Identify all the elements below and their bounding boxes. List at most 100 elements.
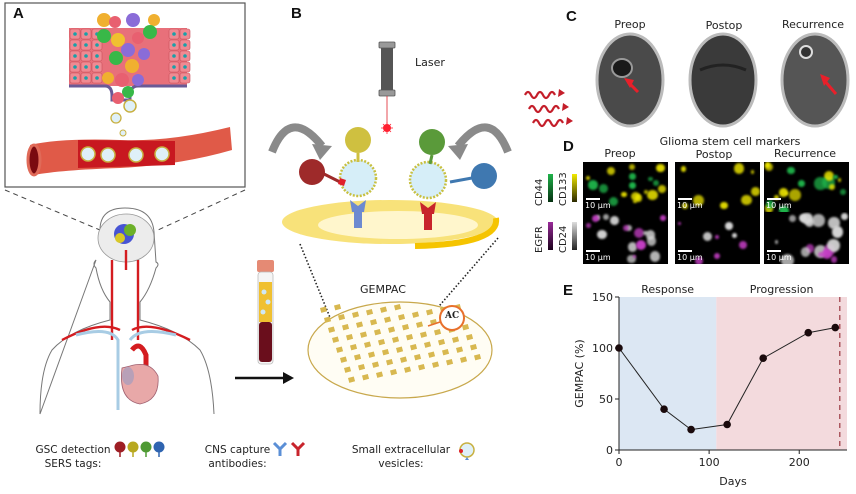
panel-c-letter: C (566, 8, 577, 25)
legend-antibodies-line1: CNS capture (204, 444, 271, 456)
chart-x-axis-label: Days (719, 475, 747, 488)
panel-b-letter: B (291, 5, 302, 22)
fluorescent-spot (678, 221, 682, 225)
chart-region-label-progression: Progression (750, 283, 814, 296)
fluorescent-spot (750, 170, 755, 174)
fluorescent-spot (750, 186, 760, 196)
micrograph-preop-bottom: 10 µm (583, 212, 668, 264)
scale-bar-label: 10 µm (766, 201, 792, 210)
fluorescent-spot (738, 240, 748, 249)
gempac-chip-illustration (307, 301, 493, 399)
chart-y-axis-label: GEMPAC (%) (573, 339, 586, 407)
egfr-colorbar (548, 222, 553, 250)
gempac-sensor-illustration (268, 123, 512, 343)
fluorescent-spot (694, 256, 704, 264)
fluorescent-spot (603, 213, 610, 221)
fluorescent-spot (801, 212, 813, 225)
laser-label: Laser (415, 56, 445, 69)
scale-bar-label: 10 µm (585, 253, 611, 262)
fluorescent-spot (789, 214, 797, 223)
fluorescent-spot (779, 205, 789, 212)
fluorescent-spot (798, 213, 807, 222)
fluorescent-spot (822, 249, 833, 260)
fluorescent-spot (827, 239, 840, 252)
micrograph-recurrence-bottom: 10 µm (764, 212, 849, 264)
chart-data-point (759, 354, 767, 363)
fluorescent-spot (621, 191, 627, 198)
micro-col-preop: Preop (604, 147, 636, 160)
fluorescent-spot (658, 184, 667, 193)
fluorescent-spot (628, 163, 636, 171)
fluorescent-spot (774, 194, 780, 200)
fluorescent-spot (713, 253, 720, 260)
fluorescent-spot (787, 166, 795, 175)
chart-y-tick-label: 0 (606, 444, 613, 457)
micrograph-postop-top: 10 µm (675, 162, 760, 212)
chart-y-tick-label: 150 (592, 291, 613, 304)
chart-region-progression (716, 297, 847, 450)
mri-title-recurrence: Recurrence (781, 18, 845, 31)
fluorescent-spot (837, 178, 842, 182)
chart-y-tick-label: 100 (592, 342, 613, 355)
legend-vesicles-line2: vesicles: (378, 458, 424, 470)
micrograph-preop-top: 10 µm (583, 162, 668, 212)
fluorescent-spot (599, 184, 609, 193)
fluorescent-spot (800, 247, 811, 257)
legend-sers-text: GSC detection SERS tags: (28, 443, 118, 471)
fluorescent-spot (831, 226, 844, 238)
fluorescent-spot (720, 201, 728, 210)
blood-tube-icon (257, 260, 274, 365)
fluorescent-spot (608, 197, 618, 207)
fluorescent-spot (629, 182, 636, 189)
mri-title-preop: Preop (614, 18, 646, 31)
human-circulation-illustration (39, 207, 215, 415)
fluorescent-spot (652, 180, 659, 187)
fluorescent-spot (714, 235, 719, 240)
legend-vesicles-line1: Small extracellular (351, 444, 451, 456)
fluorescent-spot (774, 239, 779, 244)
sers-tag-icon (114, 441, 126, 453)
fluorescent-spot (591, 215, 599, 223)
scale-bar (586, 250, 600, 252)
micro-col-recurrence: Recurrence (773, 147, 837, 160)
antibody-icon (272, 441, 288, 456)
fluorescent-spot (765, 162, 774, 171)
sers-tag-icon (140, 441, 152, 453)
chart-x-tick-label: 200 (789, 456, 810, 469)
scale-bar-label: 10 µm (766, 253, 792, 262)
fluorescent-spot (693, 194, 705, 206)
fluorescent-spot (630, 191, 640, 201)
sers-tag-icons (114, 441, 165, 457)
fluorescent-spot (627, 242, 638, 252)
scale-bar (678, 250, 692, 252)
fluorescent-spot (779, 188, 789, 197)
fluorescent-spot (586, 175, 590, 180)
fluorescent-spot (765, 200, 775, 210)
fluorescent-spot (703, 231, 713, 241)
arrow-right-icon (235, 372, 294, 384)
fluorescent-spot (785, 191, 789, 195)
fluorescent-spot (818, 251, 824, 258)
scale-bar (767, 198, 781, 200)
fluorescent-spot (841, 213, 849, 221)
chart-data-point (660, 405, 668, 414)
fluorescent-spot (724, 221, 733, 230)
scale-bar (678, 198, 692, 200)
fluorescent-spot (839, 188, 847, 195)
fluorescent-spot (660, 215, 667, 221)
fluorescent-spot (833, 174, 838, 179)
fluorescent-spot (682, 203, 688, 209)
sers-tag-icon (127, 441, 139, 453)
fluorescent-spot (741, 194, 752, 206)
fluorescent-spot (645, 230, 655, 240)
cd133-colorbar (572, 174, 577, 202)
fluorescent-spot (649, 250, 661, 262)
panel-e-letter: E (563, 282, 574, 299)
legend-antibodies-text: CNS capture antibodies: (200, 443, 275, 471)
tumor-tissue-illustration (4, 13, 246, 231)
fluorescent-spot (635, 239, 646, 250)
legend-vesicles-text: Small extracellular vesicles: (345, 443, 457, 471)
micrograph-recurrence-top: 10 µm (764, 162, 849, 212)
vesicle-icon (459, 442, 475, 460)
cd44-colorbar (548, 174, 553, 202)
